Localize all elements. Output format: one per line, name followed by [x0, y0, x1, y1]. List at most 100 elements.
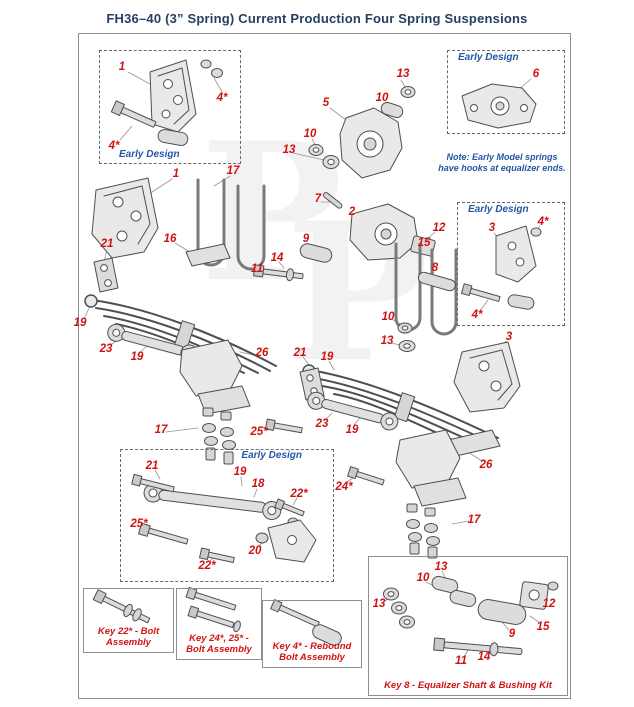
callout-13: 13	[372, 598, 386, 610]
legend-label: Key 4* - Rebound Bolt Assembly	[272, 641, 352, 664]
callout-10: 10	[381, 311, 395, 323]
early-design-label: Early Design	[465, 204, 532, 215]
callout-16: 16	[163, 233, 177, 245]
note-line1: Early Model springs	[471, 152, 558, 162]
early-design-label: Early Design	[238, 450, 305, 461]
callout-2: 2	[348, 206, 356, 218]
callout-15: 15	[417, 237, 431, 249]
early-front-hanger-art	[110, 59, 223, 146]
early-torque-arm-art	[131, 473, 317, 563]
callout-20: 20	[248, 545, 262, 557]
callout-23: 23	[315, 418, 329, 430]
callout-21: 21	[145, 460, 159, 472]
callout-17: 17	[467, 514, 481, 526]
early-model-note: Note: Early Model springs have hooks at …	[428, 152, 576, 175]
callout-4-star: 4*	[108, 140, 120, 152]
callout-13: 13	[434, 561, 448, 573]
equalizer-washers-left-art	[308, 144, 340, 169]
callout-25-star: 25*	[130, 518, 148, 530]
equalizer-shaft-art	[417, 271, 456, 292]
legend-box-2: Key 24*, 25* - Bolt Assembly	[176, 588, 262, 660]
page-title: FH36–40 (3” Spring) Current Production F…	[106, 11, 528, 26]
spring-seat-art	[185, 243, 231, 267]
callout-9: 9	[508, 628, 516, 640]
early-equalizer-bracket-art	[461, 83, 537, 129]
callout-10: 10	[375, 92, 389, 104]
front-hanger-art	[91, 177, 159, 259]
callout-19: 19	[130, 351, 144, 363]
callout-1: 1	[118, 61, 126, 73]
callout-19: 19	[320, 351, 334, 363]
callout-12: 12	[432, 222, 446, 234]
callout-4-star: 4*	[537, 216, 549, 228]
front-shackle-art	[93, 257, 119, 293]
callout-12: 12	[542, 598, 556, 610]
callout-3: 3	[488, 222, 496, 234]
early-design-label: Early Design	[455, 52, 522, 63]
legend-bolt-22-art	[92, 589, 151, 624]
callout-19: 19	[345, 424, 359, 436]
callout-23: 23	[99, 343, 113, 355]
key8-kit-art	[383, 575, 559, 657]
callout-14: 14	[270, 252, 284, 264]
equalizer-bracket-art	[339, 107, 403, 179]
callout-22-star: 22*	[290, 488, 308, 500]
callout-13: 13	[380, 335, 394, 347]
left-seat-casting-art	[179, 339, 251, 415]
early-design-box-4: Early Design	[120, 449, 334, 582]
callout-14: 14	[477, 651, 491, 663]
equalizer-washers-top-art	[380, 86, 416, 119]
callout-6: 6	[532, 68, 540, 80]
spring-bolt-art	[253, 264, 304, 282]
early-rear-hanger-art	[460, 225, 542, 310]
equalizer-pin-art	[322, 192, 343, 209]
callout-26: 26	[479, 459, 493, 471]
legend-bolt-24-25-art	[185, 586, 241, 633]
center-washers-art	[397, 322, 416, 352]
callout-5: 5	[322, 97, 330, 109]
callout-17: 17	[154, 424, 168, 436]
callout-19: 19	[73, 317, 87, 329]
callout-10: 10	[416, 572, 430, 584]
callout-22-star: 22*	[198, 560, 216, 572]
early-design-box-3: Early Design	[457, 202, 565, 326]
equalizer-art	[349, 203, 436, 261]
callout-3: 3	[505, 331, 513, 343]
legend-box-1: Key 22* - Bolt Assembly	[83, 588, 174, 653]
callout-25-star: 25*	[250, 426, 268, 438]
callout-15: 15	[536, 621, 550, 633]
callout-8: 8	[431, 262, 439, 274]
callout-18: 18	[251, 478, 265, 490]
callout-19: 19	[233, 466, 247, 478]
callout-21: 21	[100, 238, 114, 250]
callout-13: 13	[282, 144, 296, 156]
callout-9: 9	[302, 233, 310, 245]
legend-box-4: Key 8 - Equalizer Shaft & Bushing Kit	[368, 556, 568, 696]
early-design-label: Early Design	[116, 149, 183, 160]
note-line2: have hooks at equalizer ends.	[438, 163, 566, 174]
callout-4-star: 4*	[471, 309, 483, 321]
right-spring-clamp-art	[393, 392, 416, 423]
hardware-stack-right-art	[406, 503, 440, 559]
bolt-24-art	[347, 466, 385, 486]
hardware-stack-left-art	[202, 407, 236, 465]
callout-21: 21	[293, 347, 307, 359]
callout-26: 26	[255, 347, 269, 359]
callout-4-star: 4*	[216, 92, 228, 104]
callout-11: 11	[455, 655, 467, 667]
callout-10: 10	[303, 128, 317, 140]
callout-11: 11	[251, 263, 263, 275]
rear-hanger-art	[453, 341, 521, 413]
callout-24-star: 24*	[335, 481, 353, 493]
right-seat-casting-art	[395, 429, 467, 507]
callout-13: 13	[396, 68, 410, 80]
callout-1: 1	[172, 168, 180, 180]
legend-box-3: Key 4* - Rebound Bolt Assembly	[262, 600, 362, 668]
legend-label: Key 8 - Equalizer Shaft & Bushing Kit	[384, 680, 552, 692]
bolt-25-art	[265, 418, 303, 434]
early-design-box-1: Early Design	[99, 50, 241, 164]
callout-17: 17	[226, 165, 240, 177]
